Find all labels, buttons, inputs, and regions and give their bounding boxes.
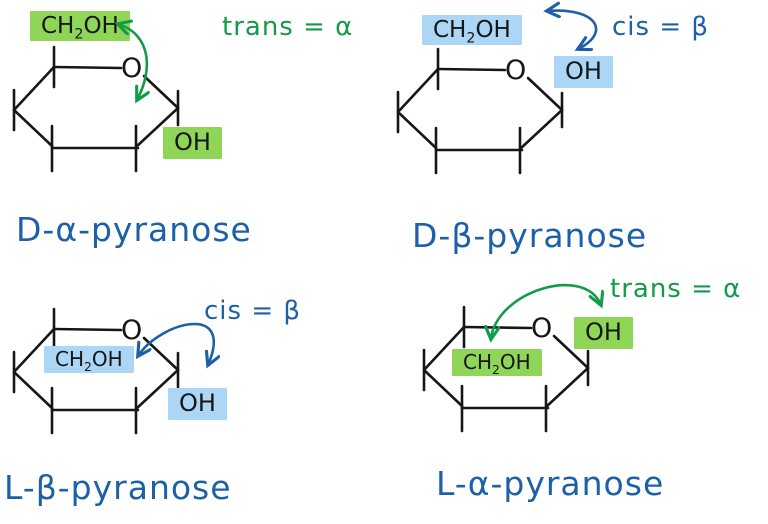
ring-oxygen-label: O: [121, 53, 143, 84]
formula-part: OH: [475, 17, 511, 43]
oh-label: OH: [163, 127, 222, 159]
ring-oxygen-label: O: [531, 313, 553, 344]
panel-l-beta-pyranose: O CH2OH OH cis = β L-β-pyranose: [0, 262, 384, 524]
panel-l-alpha-pyranose: O CH2OH OH trans = α L-α-pyranose: [384, 262, 768, 524]
panel-d-alpha-pyranose: O CH2OH OH trans = α D-α-pyranose: [0, 0, 384, 262]
ring-drawing: [388, 42, 588, 182]
formula-subscript: 2: [492, 362, 500, 377]
oh-label: OH: [554, 56, 613, 88]
formula-subscript: 2: [466, 30, 476, 47]
formula-subscript: 2: [84, 359, 92, 374]
pyranose-ring-sketch: [396, 47, 564, 175]
formula-part: CH: [463, 350, 493, 374]
oh-label: OH: [574, 317, 633, 349]
annotation-trans-alpha: trans = α: [610, 274, 742, 304]
pyranose-ring-sketch: [12, 307, 180, 435]
formula-part: OH: [83, 13, 119, 39]
annotation-trans-alpha: trans = α: [222, 12, 354, 42]
formula-part: CH: [55, 347, 85, 371]
annotation-cis-beta: cis = β: [204, 296, 301, 326]
annotation-cis-beta: cis = β: [612, 12, 709, 42]
ch2oh-label: CH2OH: [44, 346, 134, 373]
ring-oxygen-label: O: [121, 315, 143, 346]
formula-subscript: 2: [74, 26, 84, 43]
formula-part: OH: [499, 350, 531, 374]
ring-drawing: [4, 40, 204, 180]
structure-name-label: D-α-pyranose: [16, 210, 252, 249]
structure-name-label: L-α-pyranose: [436, 464, 665, 503]
panel-d-beta-pyranose: O CH2OH OH cis = β D-β-pyranose: [384, 0, 768, 262]
formula-part: CH: [41, 13, 75, 39]
ring-drawing: [4, 302, 204, 442]
ring-oxygen-label: O: [505, 55, 527, 86]
formula-part: OH: [91, 347, 123, 371]
structure-name-label: L-β-pyranose: [4, 468, 232, 507]
oh-label: OH: [168, 388, 227, 420]
ch2oh-label: CH2OH: [30, 11, 130, 43]
formula-part: CH: [433, 17, 467, 43]
pyranose-ring-sketch: [12, 45, 180, 173]
structure-name-label: D-β-pyranose: [412, 216, 648, 255]
ch2oh-label: CH2OH: [422, 15, 522, 47]
ch2oh-label: CH2OH: [452, 349, 542, 376]
